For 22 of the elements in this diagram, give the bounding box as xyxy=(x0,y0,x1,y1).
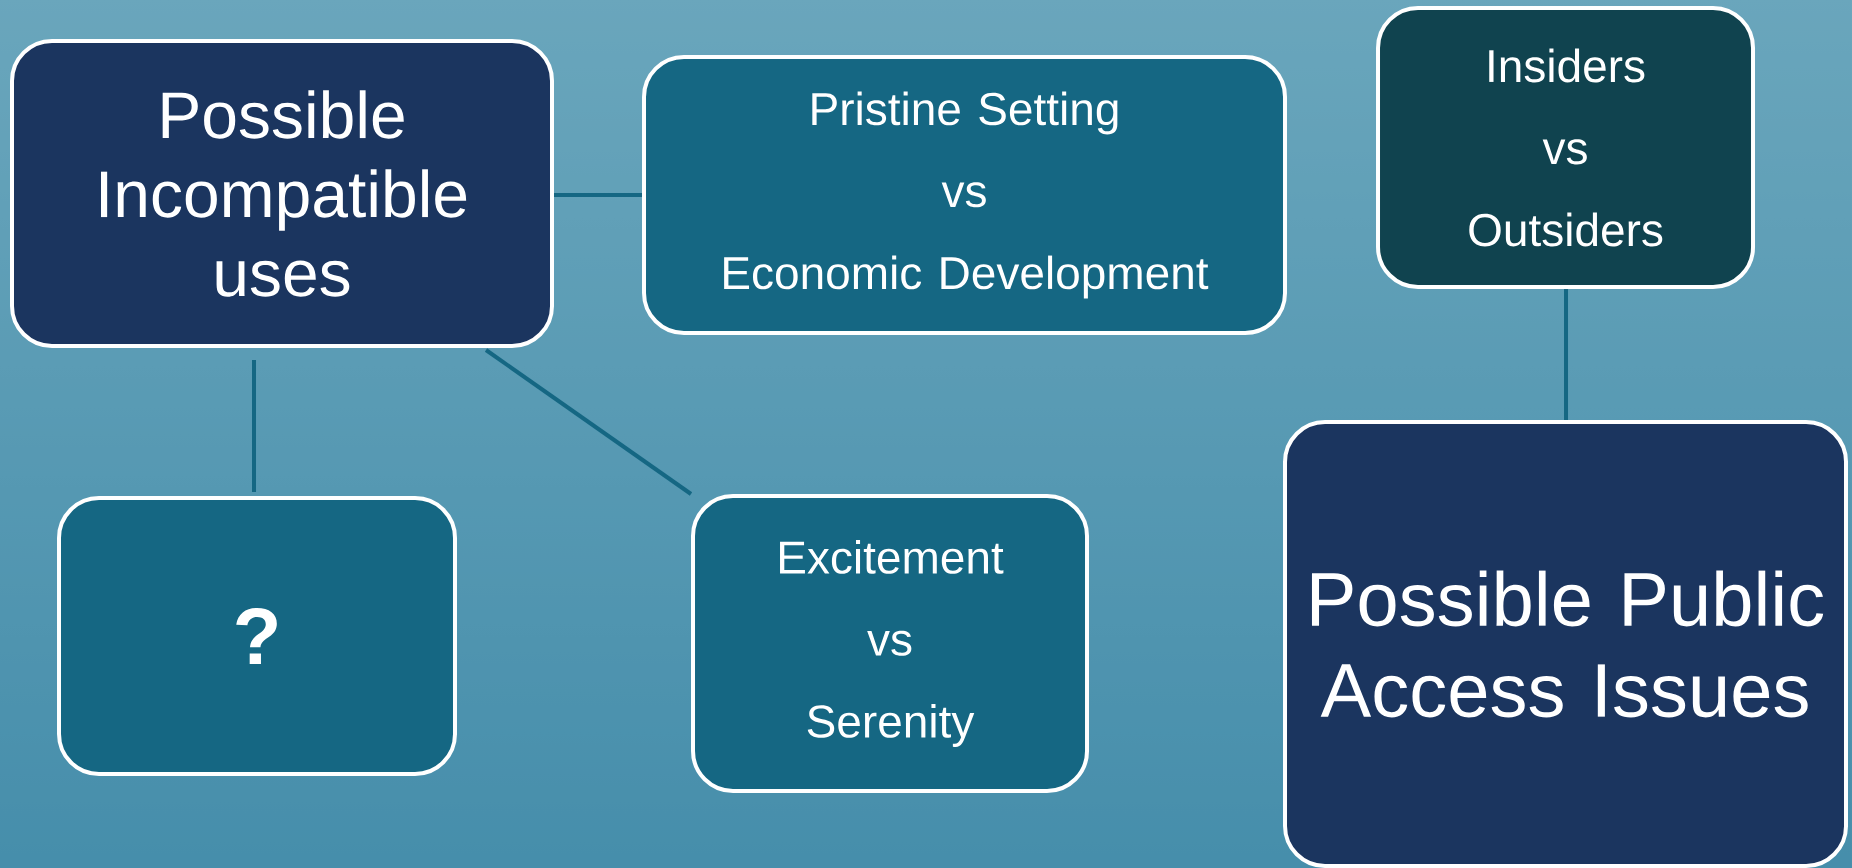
node-label: Excitement xyxy=(780,540,1004,574)
connector-line xyxy=(554,193,642,197)
topic-box xyxy=(1283,420,1848,868)
node-label: Outsiders xyxy=(1469,212,1663,247)
node-label: vs xyxy=(1542,139,1587,165)
node-label: ? xyxy=(236,608,277,664)
connector-line xyxy=(1564,289,1568,420)
topic-box xyxy=(57,496,457,776)
connector-line xyxy=(484,348,693,496)
node-label: Economic Development xyxy=(724,255,1209,299)
node-label: Insiders xyxy=(1489,48,1645,83)
node-label: Pristine Setting xyxy=(812,91,1118,135)
node-label: Possible Incompatible uses xyxy=(100,90,467,297)
node-label: Possible Public Access Issues xyxy=(1311,570,1824,718)
topic-box xyxy=(691,494,1089,793)
node-label: Serenity xyxy=(807,704,975,747)
topic-box xyxy=(1376,6,1755,289)
connector-line xyxy=(252,360,256,492)
topic-box xyxy=(642,55,1287,335)
topic-box xyxy=(10,39,554,348)
node-label: vs xyxy=(941,182,986,208)
node-label: vs xyxy=(867,630,912,656)
